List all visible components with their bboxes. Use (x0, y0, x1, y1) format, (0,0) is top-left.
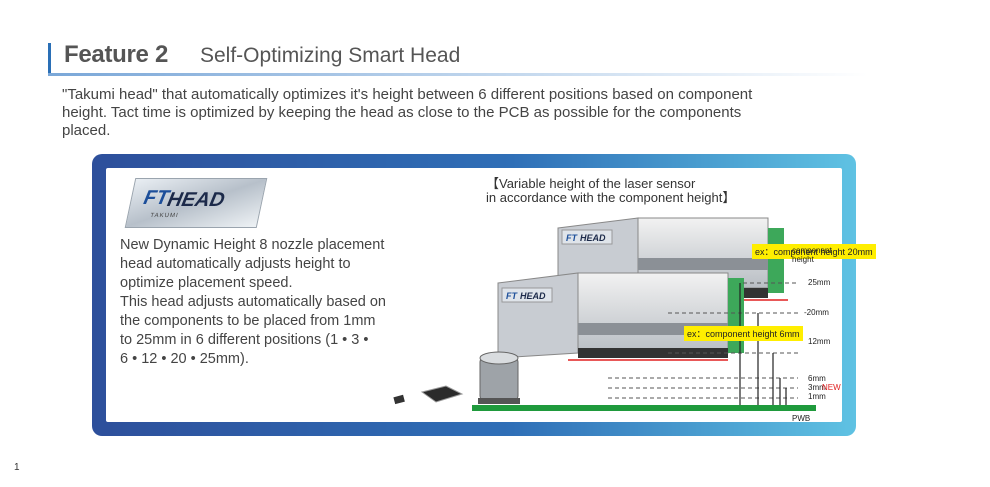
new-badge: NEW (822, 383, 841, 392)
intro-line: "Takumi head" that automatically optimiz… (62, 86, 753, 103)
head-logo-text: HEAD (520, 291, 546, 301)
feature-panel-body: FT HEAD TAKUMI New Dynamic Height 8 nozz… (106, 168, 876, 423)
ft-head-logo: FT HEAD TAKUMI (124, 178, 268, 228)
height-diagram: FT HEAD FT HEAD (368, 208, 876, 423)
intro-line: placed. (62, 122, 111, 139)
height-3mm: 3mm (808, 383, 826, 392)
example-label-6mm: ex：component height 6mm (684, 326, 803, 341)
height-reference-lines (608, 282, 798, 399)
description-line: This head adjusts automatically based on (120, 294, 386, 310)
component-height-label: component height (792, 246, 832, 264)
head-illustration: FT HEAD FT HEAD (393, 217, 816, 411)
page-number: 1 (14, 462, 20, 473)
components (393, 351, 520, 405)
diagram-title: 【Variable height of the laser sensor in … (486, 177, 735, 205)
pwb-label: PWB (792, 414, 811, 423)
component-label-line: component (792, 246, 832, 255)
height-6mm: 6mm (808, 374, 826, 383)
diagram-title-line: in accordance with the component height】 (486, 190, 736, 205)
component-label-line: height (792, 255, 814, 264)
lower-head-badge: FT HEAD (501, 287, 553, 303)
height-20mm: -20mm (804, 308, 829, 317)
height-25mm: 25mm (808, 278, 831, 287)
feature-panel: FT HEAD TAKUMI New Dynamic Height 8 nozz… (92, 154, 876, 436)
lower-head: FT HEAD (497, 272, 744, 359)
example-label-20mm: ex：component height 20mm (752, 244, 876, 259)
head-logo-mark: FT (506, 291, 518, 301)
height-12mm: 12mm (808, 337, 831, 346)
height-1mm: 1mm (808, 392, 826, 401)
intro-line: height. Tact time is optimized by keepin… (62, 104, 742, 121)
description-line: head automatically adjusts height to (120, 256, 351, 272)
description-line: the components to be placed from 1mm (120, 313, 376, 329)
title-accent-bar (48, 43, 51, 73)
upper-head-badge: FT HEAD (561, 229, 613, 245)
description-line: to 25mm in 6 different positions (1 • 3 … (120, 332, 369, 348)
title-underline (48, 73, 868, 76)
intro-paragraph: "Takumi head" that automatically optimiz… (62, 86, 862, 140)
page-header: Feature 2 Self-Optimizing Smart Head (48, 41, 868, 76)
head-logo-mark: FT (566, 233, 578, 243)
description-line: New Dynamic Height 8 nozzle placement (120, 237, 385, 253)
head-logo-text: HEAD (580, 233, 606, 243)
page-title: Self-Optimizing Smart Head (200, 44, 461, 67)
head-description: New Dynamic Height 8 nozzle placement he… (120, 236, 430, 369)
feature-number: Feature 2 (64, 41, 169, 68)
description-line: optimize placement speed. (120, 275, 293, 291)
logo-text: HEAD (165, 189, 227, 211)
diagram-title-line: 【Variable height of the laser sensor (486, 176, 696, 191)
pwb-board (472, 405, 816, 411)
logo-subtext: TAKUMI (149, 213, 180, 219)
description-line: 6 • 12 • 20 • 25mm). (120, 351, 249, 367)
